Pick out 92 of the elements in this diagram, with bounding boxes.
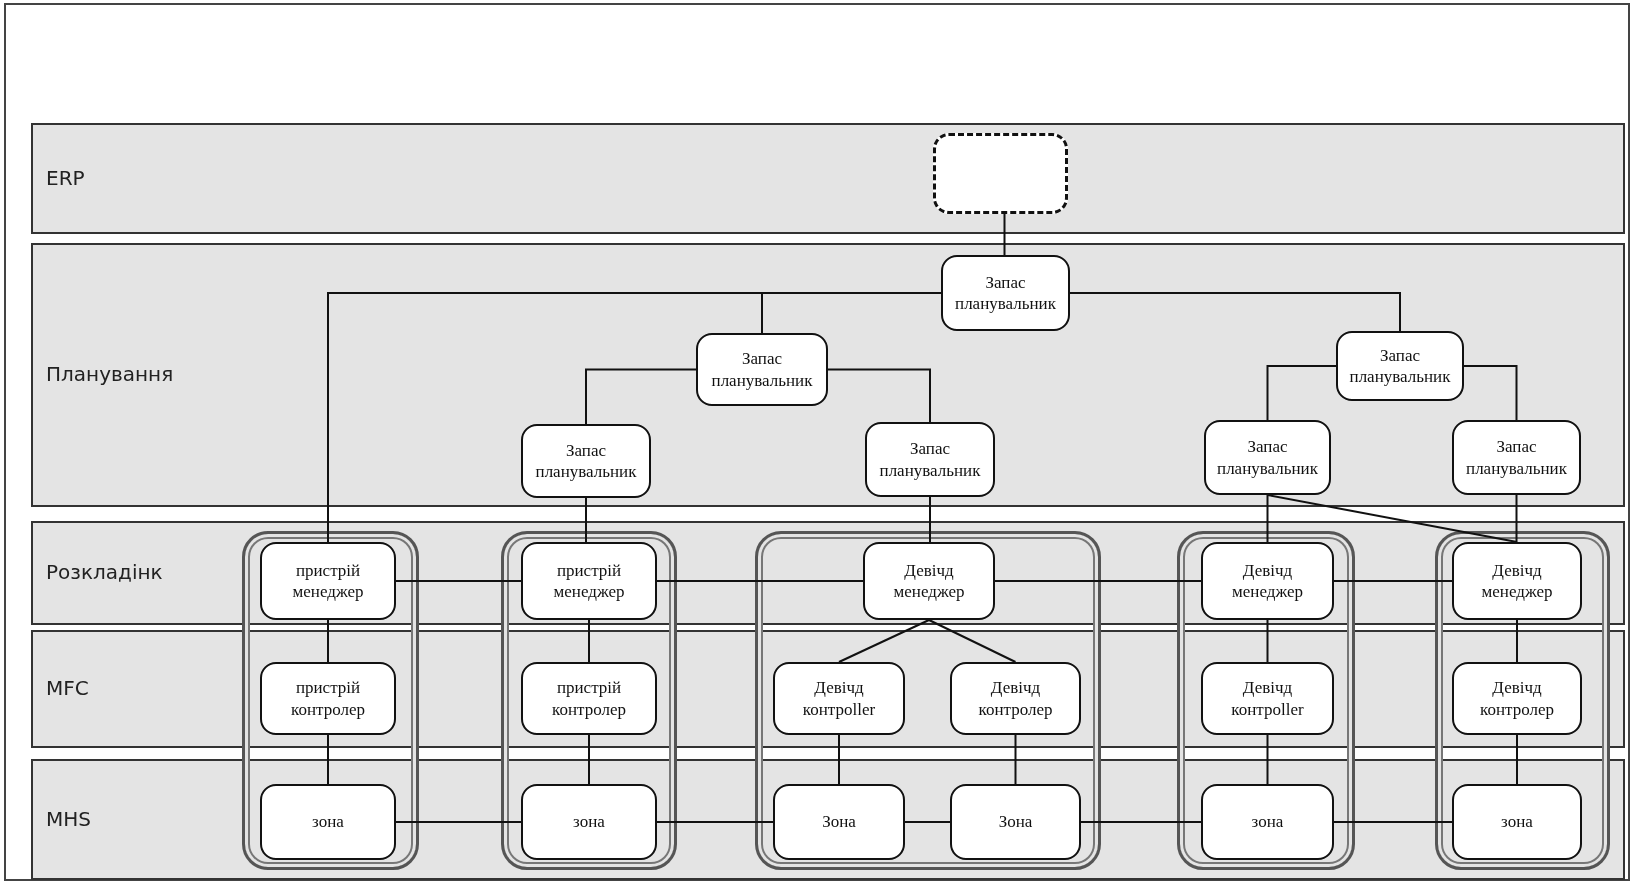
- connector-line: [838, 619, 930, 663]
- process-box: [1201, 542, 1334, 620]
- process-box: [260, 784, 396, 860]
- connector-line: [928, 619, 1017, 663]
- connector-line: [656, 821, 774, 823]
- node-label: пристрій контролер: [551, 677, 627, 720]
- node-label: Девічд менеджер: [1231, 559, 1304, 603]
- connector-line: [904, 821, 951, 823]
- layer-label: Розкладінк: [46, 560, 163, 584]
- group-outline: [242, 531, 419, 870]
- connector-line: [1333, 580, 1453, 582]
- node-label: зона: [1251, 811, 1284, 833]
- process-box: [521, 424, 651, 498]
- group-outline: [501, 531, 677, 870]
- connector-line: [1266, 734, 1269, 785]
- process-box: [260, 662, 396, 735]
- connector-line: [929, 496, 931, 543]
- node-label: Запас планувальник: [710, 348, 814, 391]
- node-label: зона: [312, 811, 344, 833]
- connector-line: [1266, 619, 1269, 663]
- connector-line: [1333, 821, 1453, 823]
- connector-line: [994, 580, 1202, 582]
- process-box: [950, 784, 1081, 860]
- process-box: [773, 784, 905, 860]
- process-box: [260, 542, 396, 620]
- connector-line: [1515, 494, 1518, 543]
- node-label: Девічд менеджер: [1480, 559, 1554, 603]
- node-label: зона: [573, 811, 605, 833]
- group-outline: [1435, 531, 1610, 870]
- process-box: [521, 542, 657, 620]
- process-box: [1204, 420, 1331, 495]
- node-label: Запас планувальник: [878, 438, 982, 481]
- process-box: [521, 784, 657, 860]
- process-box: [941, 255, 1070, 331]
- connector-line: [395, 580, 522, 582]
- connector-line: [1516, 734, 1518, 785]
- connector-line: [1463, 365, 1518, 421]
- process-box: [1452, 784, 1582, 860]
- node-label: пристрій менеджер: [291, 559, 365, 603]
- connector-line: [395, 821, 522, 823]
- process-box: [1201, 662, 1334, 735]
- connector-line: [656, 580, 864, 582]
- connector-line: [761, 292, 942, 334]
- process-box: [773, 662, 905, 735]
- connector-line: [1069, 292, 1401, 332]
- node-label: Запас планувальник: [534, 439, 638, 483]
- node-label: Девічд менеджер: [892, 559, 966, 603]
- process-box: [1452, 662, 1582, 735]
- connector-line: [1266, 365, 1337, 421]
- node-label: Запас планувальник: [1465, 436, 1568, 479]
- process-box: [865, 422, 995, 497]
- node-label: Девічд контрoller: [801, 677, 877, 720]
- node-label: Зона: [998, 811, 1033, 833]
- connector-line: [827, 368, 931, 423]
- connector-line: [1266, 494, 1269, 543]
- node-label: зона: [1501, 811, 1533, 833]
- connector-line: [1516, 619, 1518, 663]
- node-label: пристрій контролер: [290, 677, 366, 720]
- connector-line: [1080, 821, 1202, 823]
- connector-line: [327, 619, 329, 663]
- dashed-box: [933, 133, 1068, 214]
- node-label: Запас планувальник: [1216, 436, 1319, 479]
- process-box: [1452, 542, 1582, 620]
- process-box: [521, 662, 657, 735]
- group-outline: [755, 531, 1101, 870]
- process-box: [950, 662, 1081, 735]
- connector-line: [1003, 213, 1006, 256]
- node-label: Девічд контролер: [977, 677, 1054, 720]
- connector-line: [1266, 494, 1518, 543]
- layer-label: Планування: [46, 362, 174, 386]
- node-label: Девічд контрoller: [1230, 677, 1305, 720]
- layer-label: MHS: [46, 806, 91, 831]
- process-box: [863, 542, 995, 620]
- process-box: [1201, 784, 1334, 860]
- layer-label: ERP: [46, 165, 85, 190]
- connector-line: [588, 734, 590, 785]
- node-label: Запас планувальник: [1348, 344, 1452, 388]
- node-label: Девічд контролер: [1479, 677, 1555, 720]
- process-box: [696, 333, 828, 406]
- connector-line: [585, 497, 587, 543]
- connector-line: [585, 368, 697, 425]
- process-box: [1452, 420, 1581, 495]
- node-label: Зона: [822, 811, 856, 833]
- node-label: Запас планувальник: [954, 271, 1057, 315]
- connector-line: [838, 734, 840, 785]
- connector-line: [588, 619, 590, 663]
- layer-label: MFC: [46, 676, 89, 700]
- connector-line: [1014, 734, 1017, 785]
- process-box: [1336, 331, 1464, 401]
- connector-line: [327, 734, 329, 785]
- node-label: пристрій менеджер: [552, 559, 626, 603]
- group-outline: [1177, 531, 1355, 870]
